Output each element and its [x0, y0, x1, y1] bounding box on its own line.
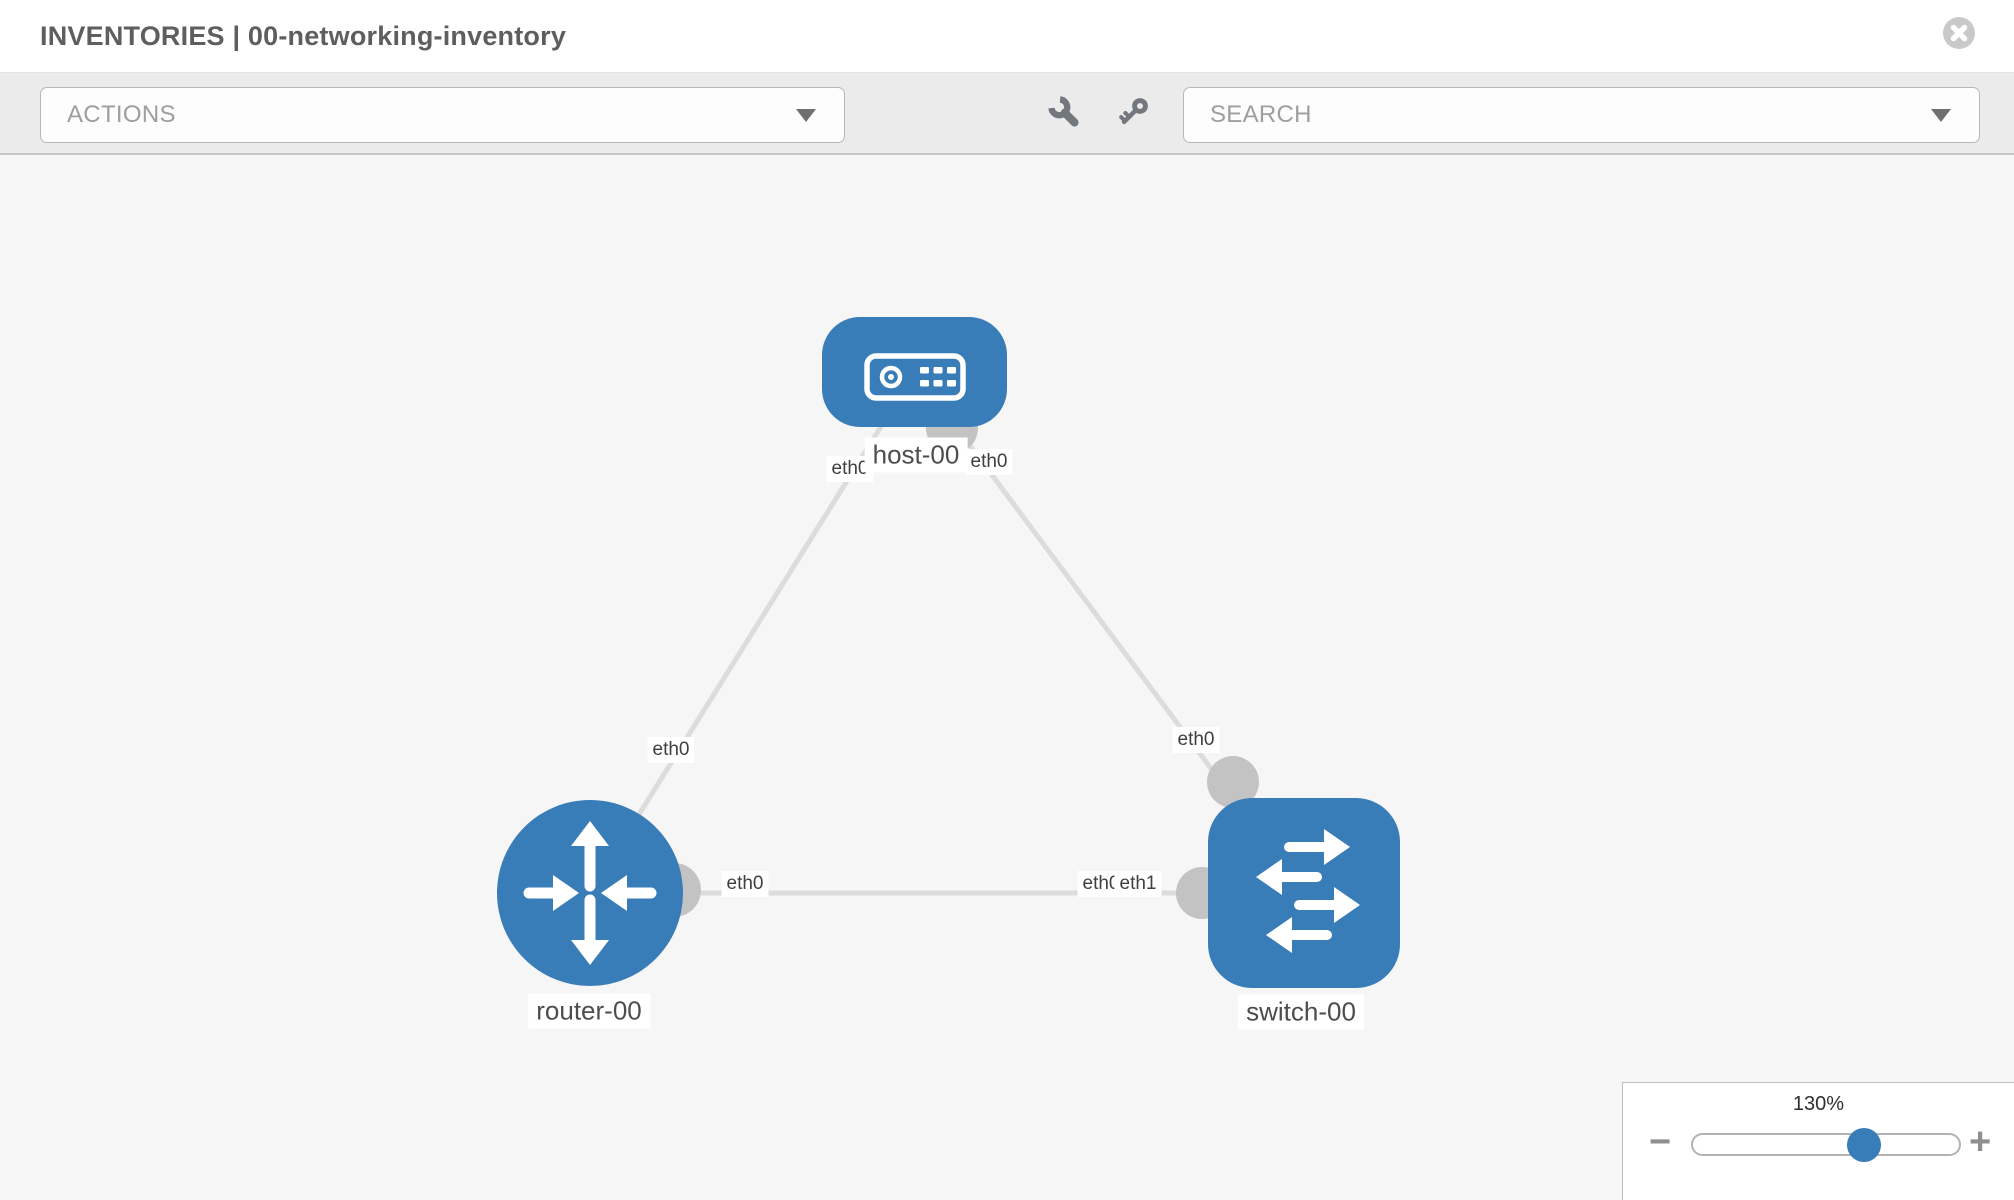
node-switch[interactable]: [1208, 798, 1400, 988]
node-router[interactable]: [497, 800, 683, 986]
actions-dropdown[interactable]: ACTIONS: [40, 87, 845, 143]
key-button[interactable]: [1115, 95, 1151, 131]
wrench-button[interactable]: [1047, 95, 1083, 131]
zoom-panel: 130% − +: [1622, 1082, 2014, 1200]
host-icon: [864, 353, 966, 401]
toolbar: ACTIONS SEARCH: [0, 73, 2014, 155]
close-button[interactable]: [1943, 17, 1975, 49]
interface-label: eth0: [1172, 727, 1220, 753]
page-title: INVENTORIES | 00-networking-inventory: [40, 21, 567, 51]
close-x-icon: [1950, 24, 1968, 42]
zoom-percent: 130%: [1792, 1093, 1845, 1115]
node-host[interactable]: [822, 317, 1007, 427]
zoom-slider-thumb[interactable]: [1847, 1128, 1881, 1162]
chevron-down-icon: [1931, 109, 1951, 122]
interface-label: eth1: [1114, 871, 1162, 897]
node-label-host: host-00: [864, 437, 968, 473]
interface-label: eth0: [721, 871, 769, 897]
wrench-icon: [1048, 96, 1079, 127]
search-dropdown-label: SEARCH: [1210, 101, 1312, 128]
key-icon: [1119, 98, 1148, 125]
node-label-router: router-00: [528, 993, 650, 1029]
chevron-down-icon: [796, 109, 816, 122]
node-label-switch: switch-00: [1238, 994, 1364, 1030]
interface-dots: [647, 402, 1259, 919]
interface-label: eth0: [647, 737, 695, 763]
actions-dropdown-label: ACTIONS: [67, 101, 176, 128]
router-icon: [523, 821, 657, 965]
interface-dot: [1207, 756, 1259, 808]
search-dropdown[interactable]: SEARCH: [1183, 87, 1980, 143]
zoom-in-button[interactable]: +: [1969, 1121, 1992, 1163]
zoom-slider-track[interactable]: [1691, 1133, 1961, 1156]
switch-icon: [1256, 829, 1360, 953]
header: INVENTORIES | 00-networking-inventory: [0, 0, 2014, 73]
zoom-out-button[interactable]: −: [1649, 1121, 1672, 1163]
interface-label: eth0: [965, 449, 1013, 475]
topology-canvas[interactable]: eth0 eth0 eth0 eth0 eth0 eth0 eth1 host-…: [0, 155, 2014, 1200]
